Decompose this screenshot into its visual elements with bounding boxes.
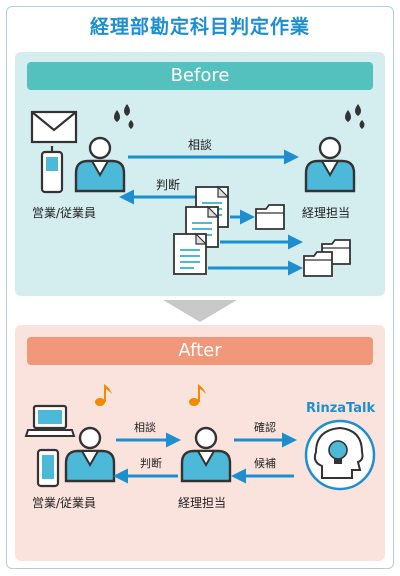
after-left-person-label: 営業/従業員	[32, 496, 97, 510]
before-left-person-icon	[74, 136, 126, 193]
after-label-consult: 相談	[134, 421, 156, 434]
laptop-icon	[24, 404, 76, 437]
document-icon	[173, 233, 207, 275]
before-right-sweat-icon	[345, 104, 365, 129]
document-stack	[173, 186, 229, 275]
rinzatalk-brand-label: RinzaTalk	[306, 401, 376, 416]
phone-icon	[36, 448, 60, 488]
after-middle-person-icon	[180, 426, 232, 483]
music-note-icon	[95, 384, 112, 406]
envelope-icon	[30, 110, 78, 144]
before-left-person-label: 営業/従業員	[32, 206, 97, 220]
folder-icon	[255, 204, 285, 230]
before-right-person-label: 経理担当	[302, 206, 351, 220]
phone-icon	[40, 146, 64, 194]
folder-icon	[303, 251, 333, 277]
music-note-icon	[189, 384, 206, 406]
diagram-title: 経理部勘定科目判定作業	[89, 16, 310, 38]
after-label-judge: 判断	[140, 457, 162, 470]
after-label-candidate: 候補	[254, 457, 276, 470]
down-arrow-connector	[163, 300, 237, 322]
ai-head-icon	[304, 419, 376, 491]
after-banner: After	[27, 337, 373, 365]
before-left-sweat-icon	[114, 104, 134, 129]
before-right-person-icon	[304, 136, 356, 193]
after-middle-person-label: 経理担当	[178, 496, 227, 510]
before-label-consult: 相談	[188, 138, 213, 152]
before-banner: Before	[27, 62, 373, 90]
before-label-judge: 判断	[156, 178, 181, 192]
after-label-confirm: 確認	[254, 421, 276, 434]
